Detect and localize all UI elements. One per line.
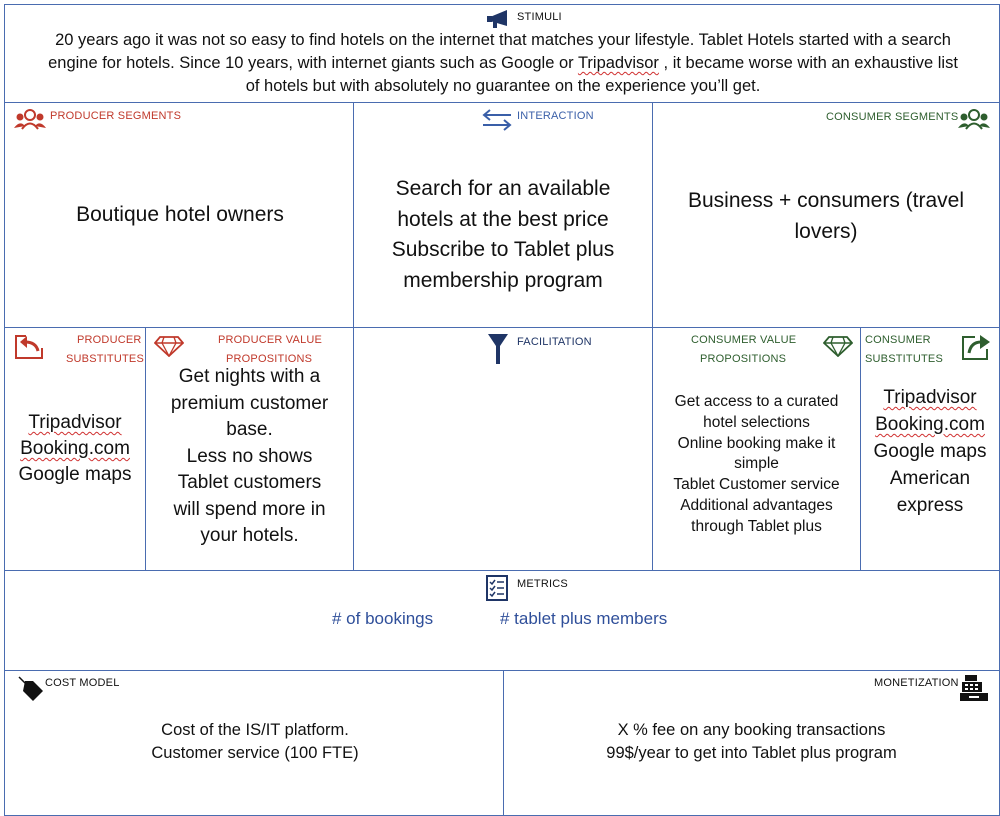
interaction-line: Search for an available — [395, 177, 611, 200]
cost-model-text: Cost of the IS/IT platform. Customer ser… — [5, 719, 505, 765]
substitute-item: Google maps — [873, 441, 987, 462]
producer-segments-section: PRODUCER SEGMENTS Boutique hotel owners — [4, 102, 354, 328]
stimuli-section: STIMULI 20 years ago it was not so easy … — [4, 4, 1000, 103]
facilitation-label: FACILITATION — [517, 336, 592, 348]
producer-value-line: will spend more in — [173, 498, 326, 520]
consumer-substitutes-section: CONSUMER SUBSTITUTES Tripadvisor Booking… — [860, 327, 1000, 571]
monetization-line: X % fee on any booking transactions — [617, 721, 886, 739]
metrics-label: METRICS — [517, 578, 568, 590]
monetization-line: 99$/year to get into Tablet plus program — [606, 744, 897, 762]
interaction-line: Subscribe to Tablet plus — [391, 238, 615, 261]
checklist-icon — [486, 575, 508, 601]
consumer-segments-section: CONSUMER SEGMENTS Business + consumers (… — [652, 102, 1000, 328]
substitute-item: Booking.com — [861, 411, 999, 438]
producer-value-label-2: PROPOSITIONS — [226, 353, 313, 365]
stimuli-line-2-b: Tripadvisor — [577, 54, 659, 72]
producer-value-line: Tablet customers — [177, 472, 322, 493]
substitute-item: Google maps — [18, 464, 132, 485]
stimuli-line-3: of hotels but with absolutely no guarant… — [245, 77, 761, 95]
cost-model-label: COST MODEL — [45, 677, 120, 689]
metric-plus-members: # tablet plus members — [500, 609, 668, 628]
monetization-section: MONETIZATION X % fee on any booking tran… — [503, 670, 1000, 816]
consumer-segments-line: lovers) — [794, 220, 858, 243]
consumer-value-label-1: CONSUMER VALUE — [691, 334, 797, 346]
consumer-segments-label: CONSUMER SEGMENTS — [826, 111, 959, 123]
producer-value-section: PRODUCER VALUE PROPOSITIONS Get nights w… — [145, 327, 354, 571]
substitute-item: Tripadvisor — [5, 410, 145, 436]
stimuli-line-2-a: engine for hotels. Since 10 years, with … — [48, 54, 578, 72]
stimuli-line-2: engine for hotels. Since 10 years, with … — [5, 52, 1000, 75]
producer-value-line: premium customer — [170, 392, 329, 414]
consumer-value-line: simple — [734, 455, 779, 473]
stimuli-text: 20 years ago it was not so easy to find … — [5, 29, 1000, 98]
people-group-icon — [14, 109, 46, 130]
producer-substitutes-list: Tripadvisor Booking.com Google maps — [5, 410, 145, 488]
consumer-value-line: Tablet Customer service — [673, 476, 840, 494]
stimuli-line-1: 20 years ago it was not so easy to find … — [55, 31, 951, 49]
consumer-value-label-2: PROPOSITIONS — [700, 353, 787, 365]
substitute-item-text: Booking.com — [875, 414, 985, 435]
share-arrow-icon — [962, 335, 990, 360]
consumer-value-text: Get access to a curated hotel selections… — [653, 392, 860, 538]
cost-model-section: COST MODEL Cost of the IS/IT platform. C… — [4, 670, 504, 816]
producer-value-line: your hotels. — [200, 525, 299, 546]
price-tag-icon — [18, 676, 43, 701]
interaction-line: membership program — [403, 268, 603, 292]
producer-value-line: Less no shows — [186, 445, 313, 467]
producer-value-label-1: PRODUCER VALUE — [218, 334, 323, 346]
producer-substitutes-label-2: SUBSTITUTES — [66, 353, 144, 365]
producer-segments-label: PRODUCER SEGMENTS — [50, 110, 182, 122]
producer-value-text: Get nights with a premium customer base.… — [146, 364, 353, 550]
consumer-value-line: hotel selections — [703, 413, 810, 431]
consumer-value-line: Get access to a curated — [674, 393, 839, 410]
diamond-icon — [823, 336, 853, 357]
consumer-segments-text: Business + consumers (travel lovers) — [653, 185, 999, 247]
producer-value-line: base. — [226, 419, 273, 440]
stimuli-line-2-c: , it became worse with an exhaustive lis… — [658, 54, 958, 72]
consumer-value-line: through Tablet plus — [691, 517, 822, 535]
consumer-value-line: Additional advantages — [680, 496, 833, 514]
producer-substitutes-label-1: PRODUCER — [77, 334, 142, 346]
metrics-section: METRICS # of bookings # tablet plus memb… — [4, 570, 1000, 671]
monetization-text: X % fee on any booking transactions 99$/… — [504, 719, 999, 765]
consumer-substitutes-label-2: SUBSTITUTES — [865, 353, 943, 365]
interaction-text: Search for an available hotels at the be… — [354, 174, 652, 296]
cost-model-line: Cost of the IS/IT platform. — [161, 721, 349, 739]
substitute-item: American — [889, 468, 971, 489]
people-group-icon — [958, 109, 990, 130]
consumer-substitutes-list: Tripadvisor Booking.com Google maps Amer… — [861, 384, 999, 519]
interaction-label: INTERACTION — [517, 110, 594, 122]
consumer-value-section: CONSUMER VALUE PROPOSITIONS Get access t… — [652, 327, 861, 571]
cost-model-line: Customer service (100 FTE) — [151, 744, 359, 762]
substitute-item: Tripadvisor — [861, 384, 999, 411]
substitute-item: Booking.com — [5, 436, 145, 462]
producer-value-line: Get nights with a — [178, 366, 321, 387]
producer-segments-text: Boutique hotel owners — [76, 203, 284, 226]
substitute-item: express — [896, 495, 964, 516]
arrows-exchange-icon — [482, 109, 512, 131]
substitute-item-text: Booking.com — [20, 438, 130, 459]
consumer-value-line: Online booking make it — [677, 434, 836, 452]
facilitation-section: FACILITATION — [353, 327, 653, 571]
return-arrow-icon — [15, 335, 43, 359]
consumer-segments-line: Business + consumers (travel — [687, 189, 965, 212]
interaction-section: INTERACTION Search for an available hote… — [353, 102, 653, 328]
cash-register-icon — [960, 675, 988, 701]
funnel-icon — [488, 334, 508, 364]
substitute-item-text: Tripadvisor — [883, 387, 977, 408]
consumer-substitutes-label-1: CONSUMER — [865, 334, 931, 346]
stimuli-label: STIMULI — [517, 11, 562, 23]
monetization-label: MONETIZATION — [874, 677, 959, 689]
interaction-line: hotels at the best price — [397, 207, 609, 231]
metric-bookings: # of bookings — [332, 609, 434, 628]
producer-substitutes-section: PRODUCER SUBSTITUTES Tripadvisor Booking… — [4, 327, 146, 571]
diamond-icon — [154, 336, 184, 357]
substitute-item-text: Tripadvisor — [28, 412, 122, 433]
megaphone-icon — [487, 10, 507, 28]
